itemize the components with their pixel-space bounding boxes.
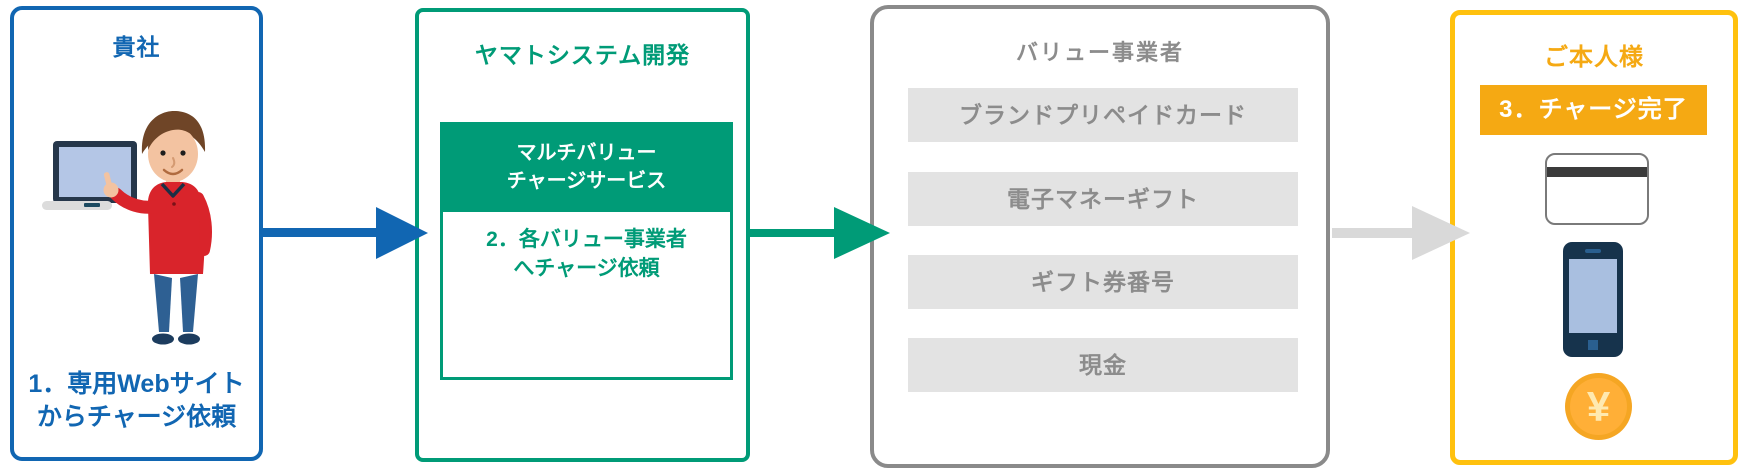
person-with-laptop-illustration: [42, 110, 212, 345]
yamato-step-line1: 2．各バリュー事業者: [486, 228, 687, 251]
value-providers-title: バリュー事業者: [1015, 40, 1184, 65]
company-caption-line1: 1．専用Webサイト: [28, 370, 245, 398]
arrow-head-icon: [1412, 206, 1470, 260]
yen-symbol: ¥: [1586, 382, 1611, 430]
card-magnetic-stripe: [1547, 167, 1647, 177]
service-name-line2: チャージサービス: [506, 170, 667, 192]
provider-item-emoney-gift: 電子マネーギフト: [908, 172, 1298, 226]
company-caption: 1．専用Webサイト からチャージ依頼: [14, 368, 259, 434]
provider-item-cash: 現金: [908, 338, 1298, 392]
smartphone-icon: [1563, 242, 1623, 357]
yen-coin-icon: ¥: [1565, 373, 1632, 440]
service-card-header: マルチバリュー チャージサービス: [440, 122, 733, 212]
arrow-shaft: [262, 228, 378, 237]
arrow-shaft: [1332, 228, 1414, 238]
arrow-head-icon: [834, 207, 890, 259]
provider-item-gift-code: ギフト券番号: [908, 255, 1298, 309]
company-title: 貴社: [112, 34, 161, 60]
phone-speaker: [1585, 249, 1601, 253]
value-providers-box: バリュー事業者 ブランドプリペイドカード 電子マネーギフト ギフト券番号 現金: [870, 5, 1330, 468]
arrow-shaft: [748, 229, 836, 237]
yamato-box: ヤマトシステム開発 マルチバリュー チャージサービス 2．各バリュー事業者 へチ…: [415, 8, 750, 462]
arrow-head-icon: [376, 207, 428, 259]
service-card-body: 2．各バリュー事業者 へチャージ依頼: [440, 212, 733, 380]
credit-card-icon: [1545, 153, 1649, 225]
yamato-title: ヤマトシステム開発: [474, 42, 691, 68]
recipient-title: ご本人様: [1544, 44, 1644, 71]
phone-screen: [1569, 259, 1617, 333]
service-name-line1: マルチバリュー: [516, 142, 657, 164]
phone-home-button: [1588, 340, 1598, 350]
company-caption-line2: からチャージ依頼: [36, 403, 237, 431]
provider-item-brand-prepaid-card: ブランドプリペイドカード: [908, 88, 1298, 142]
person-figure: [103, 110, 212, 345]
company-box: 貴社: [10, 6, 263, 461]
recipient-box: ご本人様 3．チャージ完了 ¥: [1450, 10, 1738, 465]
charge-complete-badge: 3．チャージ完了: [1480, 85, 1707, 135]
yamato-step-line2: へチャージ依頼: [513, 257, 660, 280]
multi-value-charge-service-card: マルチバリュー チャージサービス 2．各バリュー事業者 へチャージ依頼: [440, 122, 733, 380]
yen-coin-inner: ¥: [1570, 378, 1627, 435]
